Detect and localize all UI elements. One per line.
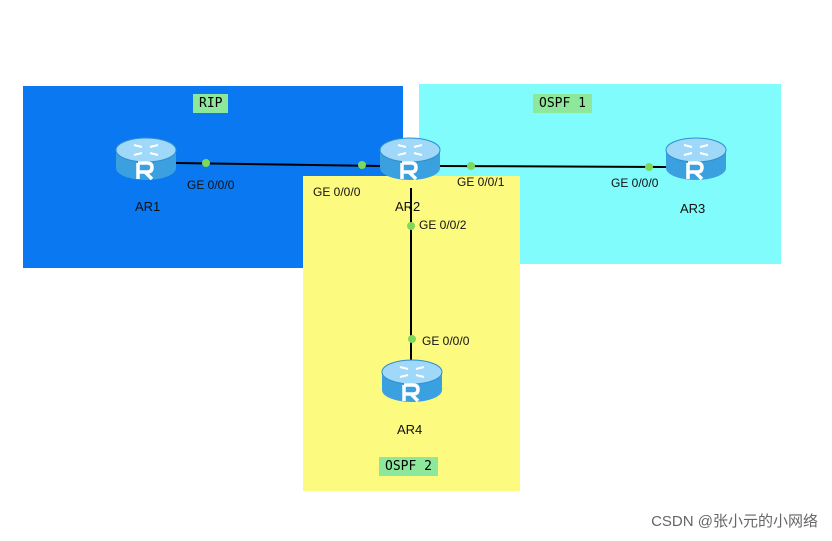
router-ar3[interactable] (664, 134, 728, 184)
port-dot-ar4-ge000[interactable] (408, 335, 416, 343)
port-dot-ar3-ge000[interactable] (645, 163, 653, 171)
port-dot-ar2-ge001[interactable] (467, 162, 475, 170)
router-icon (115, 137, 177, 181)
port-dot-ar1-ge000[interactable] (202, 159, 210, 167)
link-ar2-ar3[interactable] (439, 165, 667, 168)
port-label-ar1-ge000: GE 0/0/0 (187, 178, 235, 192)
ospf1-area-label: OSPF 1 (533, 94, 592, 113)
port-dot-ar2-ge000[interactable] (358, 161, 366, 169)
link-ar1-ar2[interactable] (175, 162, 381, 167)
port-label-ar2-ge001: GE 0/0/1 (457, 175, 505, 189)
port-dot-ar2-ge002[interactable] (407, 222, 415, 230)
router-ar4-label: AR4 (397, 422, 423, 437)
router-icon (381, 359, 443, 403)
router-ar3-label: AR3 (680, 201, 706, 216)
router-icon (665, 137, 727, 181)
csdn-watermark: CSDN @张小元的小网络 (651, 513, 818, 530)
port-label-ar3-ge000: GE 0/0/0 (611, 176, 659, 190)
port-label-ar2-ge000: GE 0/0/0 (313, 185, 361, 199)
router-ar1[interactable] (114, 134, 178, 184)
router-ar2-label: AR2 (395, 199, 421, 214)
router-ar1-label: AR1 (135, 199, 161, 214)
port-label-ar2-ge002: GE 0/0/2 (419, 218, 467, 232)
port-label-ar4-ge000: GE 0/0/0 (422, 334, 470, 348)
router-ar2[interactable] (378, 134, 442, 184)
ospf2-area-label: OSPF 2 (379, 457, 438, 476)
router-ar4[interactable] (380, 356, 444, 406)
rip-area-label: RIP (193, 94, 229, 113)
router-icon (379, 137, 441, 181)
